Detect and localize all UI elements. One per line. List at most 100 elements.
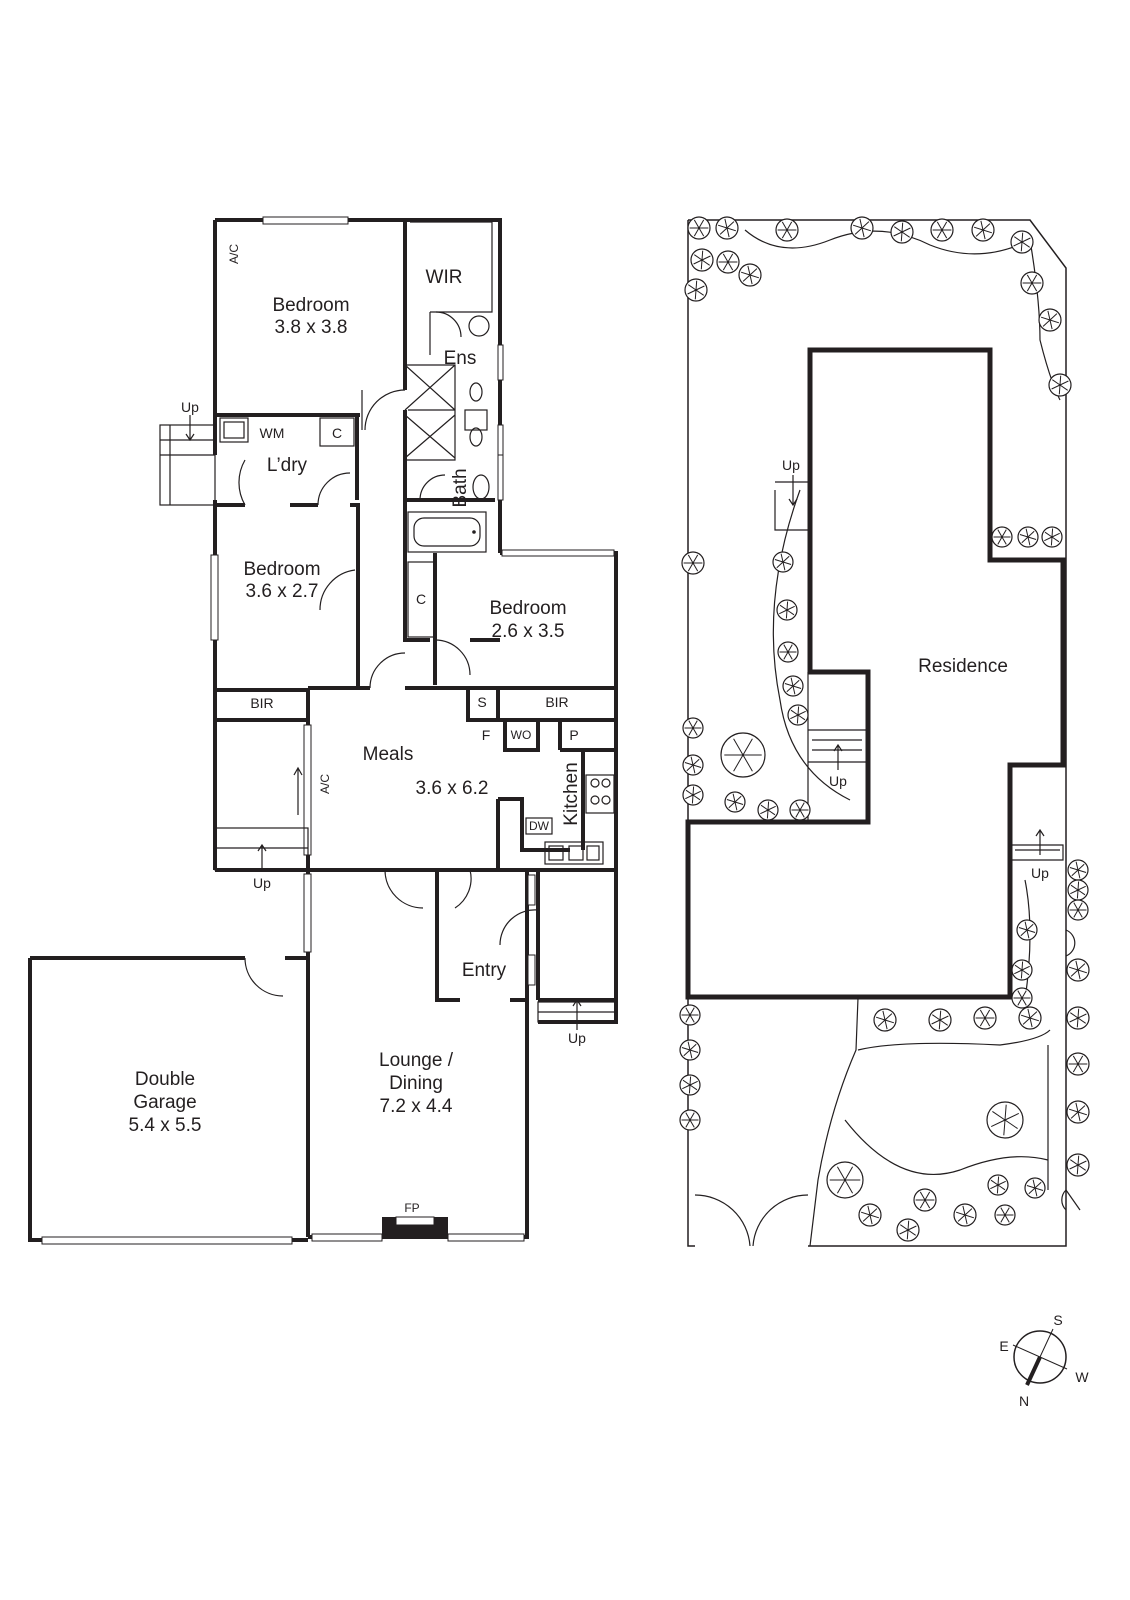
tree-group [679,216,1090,1242]
compass-north: N [1019,1393,1029,1409]
meals-name: Meals [363,744,414,765]
tree-icon [928,1008,952,1032]
bedroom-main-name: Bedroom [272,295,349,316]
fridge-label: F [482,727,491,743]
compass: S E W N [999,1312,1089,1409]
bedroom-2-name: Bedroom [243,559,320,580]
cupboard-laundry-label: C [332,425,342,441]
tree-icon [873,1008,897,1032]
tree-icon [715,216,739,240]
tree-icon [987,1174,1009,1196]
site-boundary [688,219,1067,1247]
tree-icon [684,278,708,302]
bedroom-main-size: 3.8 x 3.8 [275,317,348,338]
tree-icon [1066,1100,1090,1124]
tree-icon [757,799,779,821]
site-step-label-2: Up [829,773,847,789]
tree-icon [1066,958,1090,982]
tree-icon [1011,987,1033,1009]
shelf-label: S [477,694,486,710]
fireplace-label: FP [404,1201,419,1215]
compass-south: S [1053,1312,1062,1328]
tree-icon [1017,526,1039,548]
tree-icon [1024,1177,1046,1199]
ensuite-label: Ens [444,348,477,369]
lounge-size: 7.2 x 4.4 [380,1096,453,1117]
tree-icon [913,1188,937,1212]
residence-outline [685,347,1066,1000]
tree-icon [1048,373,1072,397]
tree-icon [1066,1052,1090,1076]
tree-icon [858,1203,882,1227]
garage-name-2: Garage [133,1092,196,1113]
compass-west: W [1075,1369,1089,1385]
pantry-label: P [569,727,578,743]
tree-icon [738,263,762,287]
tree-icon [1041,526,1063,548]
tree-icon [724,791,746,813]
tree-icon [994,1204,1016,1226]
tree-icon [973,1006,997,1030]
tree-icon [850,216,874,240]
tree-icon [991,526,1013,548]
site-plan: Residence Up Up Up [679,216,1090,1247]
laundry-label: L’dry [267,455,308,476]
tree-icon [986,1101,1024,1139]
site-step-label-3: Up [1031,865,1049,881]
bath-label: Bath [450,468,471,507]
step-label-2: Up [253,875,271,891]
tree-icon [679,1074,701,1096]
bedroom-3-size: 2.6 x 3.5 [492,621,565,642]
floor-plan-labels: Bedroom 3.8 x 3.8 WIR Ens WM C L’dry Bat… [129,244,587,1215]
tree-icon [826,1161,864,1199]
tree-icon [716,250,740,274]
tree-icon [1016,919,1038,941]
kitchen-label: Kitchen [561,762,582,825]
step-label-3: Up [568,1030,586,1046]
lounge-name: Lounge / [379,1050,454,1071]
tree-icon [682,717,704,739]
tree-icon [775,218,799,242]
ac-label-1: A/C [227,244,241,264]
tree-icon [1020,271,1044,295]
step-label-1: Up [181,399,199,415]
meals-size: 3.6 x 6.2 [416,778,489,799]
tree-icon [896,1218,920,1242]
garage-size: 5.4 x 5.5 [129,1115,202,1136]
wall-oven-label: WO [511,728,532,742]
bir-right-label: BIR [545,694,568,710]
tree-icon [1067,879,1089,901]
tree-icon [971,218,995,242]
floor-plan: Bedroom 3.8 x 3.8 WIR Ens WM C L’dry Bat… [28,216,618,1245]
wir-label: WIR [426,267,463,288]
tree-icon [789,799,811,821]
cupboard-hall-label: C [416,591,426,607]
tree-icon [720,732,766,778]
tree-icon [1067,899,1089,921]
bir-left-label: BIR [250,695,273,711]
tree-icon [1018,1006,1042,1030]
tree-icon [777,641,799,663]
tree-icon [679,1039,701,1061]
tree-icon [782,675,804,697]
tree-icon [787,704,809,726]
ac-label-2: A/C [318,774,332,794]
garage-name: Double [135,1069,195,1090]
tree-icon [690,248,714,272]
tree-icon [687,216,711,240]
residence-label: Residence [918,656,1008,677]
bedroom-3-name: Bedroom [489,598,566,619]
windows [41,216,615,1245]
tree-icon [890,220,914,244]
tree-icon [953,1203,977,1227]
tree-icon [772,551,794,573]
lounge-name-2: Dining [389,1073,443,1094]
tree-icon [682,784,704,806]
wm-label: WM [260,425,285,441]
tree-icon [681,551,705,575]
tree-icon [1010,230,1034,254]
compass-east: E [999,1338,1008,1354]
tree-icon [1066,1006,1090,1030]
door-swings [238,290,539,997]
